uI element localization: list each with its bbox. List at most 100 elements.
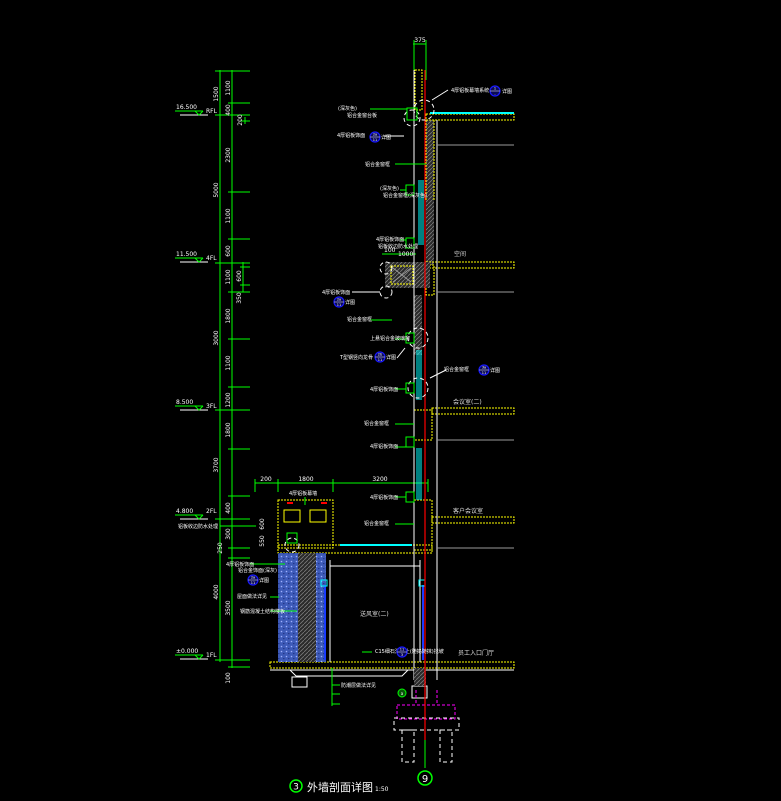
dim-inner-2: 400 xyxy=(225,104,232,116)
annotation: 铝合金窗框 xyxy=(364,420,389,427)
dim-inner-10: 1800 xyxy=(225,422,232,437)
annotation: 4厚铝板幕墙系统 xyxy=(451,87,489,94)
detail-ref-top: 2a xyxy=(337,298,341,302)
detail-ref: a xyxy=(397,688,407,698)
dim-inner-13: 3500 xyxy=(225,600,232,615)
level-elev: 8.500 xyxy=(176,399,193,406)
level-marker-3fl: 8.500 3FL xyxy=(175,399,217,411)
dim-inner-8: 1100 xyxy=(225,355,232,370)
horizontal-dimensions: 375 200 1800 3200 100 1000 xyxy=(254,37,429,492)
dim-outer-5: 4000 xyxy=(213,584,220,599)
section-bubble xyxy=(289,779,303,793)
annotation: 铝合金饰面(深灰) xyxy=(238,567,277,574)
detail-ref-top: 11 xyxy=(400,648,404,652)
annotation: 4厚铝板饰面 xyxy=(376,236,404,243)
annotation: 4厚铝板幕墙 xyxy=(289,490,317,497)
room-labels: 空间 会议室(二) 客户会议室 送风室(二) 员工入口门厅 xyxy=(360,250,494,657)
annotation: 铝合金窗框 xyxy=(364,520,389,527)
dim-h-5: 1000 xyxy=(398,251,413,258)
detail-ref: 2a 11 详图 xyxy=(369,131,391,143)
annotation: 防潮层做法详见 xyxy=(341,682,376,689)
dimension-chain: 1500 5000 3000 3700 4000 100 1100 400 23… xyxy=(213,70,266,684)
dim-inner-12: 300 xyxy=(225,528,232,540)
detail-ref-suffix: 详图 xyxy=(386,354,396,361)
drawing-title-block: 3 外墙剖面详图 1:50 xyxy=(289,779,389,794)
annotation: (深灰色) xyxy=(338,105,357,112)
annotation: 铝合金窗台板 xyxy=(347,112,377,119)
dim-outer-2: 5000 xyxy=(213,182,220,197)
detail-ref-suffix: 详图 xyxy=(502,88,512,95)
level-floor: RFL xyxy=(206,108,218,115)
detail-ref-top: 2b xyxy=(378,353,383,357)
level-floor: 4FL xyxy=(206,255,217,262)
dim-h-2: 1800 xyxy=(298,476,313,483)
annotation: 铝合金窗框 xyxy=(347,316,372,323)
room-label: 员工入口门厅 xyxy=(458,649,494,657)
level-markers: 16.500 RFL 11.500 4FL 8.500 3FL 4.800 2F… xyxy=(175,104,218,660)
level-elev: 16.500 xyxy=(176,104,197,111)
dim-h-4: 100 xyxy=(384,247,396,254)
dim-outer-6: 100 xyxy=(225,672,232,684)
dim-inner-11: 400 xyxy=(225,502,232,514)
annotation: 屋面做法详见 xyxy=(237,593,267,600)
level-marker-rfl: 16.500 RFL xyxy=(175,104,218,116)
annotation: 4厚铝板饰面 xyxy=(370,443,398,450)
annotation: 上悬铝合金玻璃窗 xyxy=(370,335,410,342)
dim-outer-1: 1500 xyxy=(213,86,220,101)
detail-ref: 2a 11 详图 xyxy=(247,574,269,586)
annotation: (深灰色) xyxy=(380,185,399,192)
dim-small-3: 600 xyxy=(236,270,243,282)
detail-ref-bottom: 11 xyxy=(378,358,382,362)
dim-small-5: 600 xyxy=(259,518,266,530)
detail-ref: 11 3 xyxy=(396,646,408,658)
detail-ref-top: 2a xyxy=(373,133,377,137)
detail-callouts xyxy=(284,99,435,553)
dim-h-1: 200 xyxy=(260,476,272,483)
room-label: 客户会议室 xyxy=(453,507,483,515)
annotation: 4厚铝板饰面 xyxy=(370,494,398,501)
annotation: 钢筋混凝土结构楼板 xyxy=(240,608,285,615)
annotation: C15细石混凝土(随捣随抹)找坡 xyxy=(375,648,444,655)
dim-outer-4: 3700 xyxy=(213,457,220,472)
detail-ref-top: 3a xyxy=(482,366,486,370)
dim-inner-9: 1200 xyxy=(225,392,232,407)
room-label: 会议室(二) xyxy=(453,398,482,406)
level-floor: 2FL xyxy=(206,508,217,515)
dim-inner-5: 600 xyxy=(225,245,232,257)
level-floor: 3FL xyxy=(206,403,217,410)
annotation: 4厚铝板饰面 xyxy=(322,289,350,296)
detail-ref-bottom: - xyxy=(494,92,496,96)
dim-top: 375 xyxy=(414,37,426,44)
dimension-ticks xyxy=(215,70,250,668)
detail-reference-bubbles: 1 - 详图 2a 11 详图 2a 11 详图 2b 11 详图 xyxy=(247,85,512,698)
annotations: 4厚铝板幕墙系统 (深灰色) 铝合金窗台板 4厚铝板饰面 铝合金窗框 (深灰色)… xyxy=(178,87,489,706)
axis-bubble xyxy=(417,770,433,786)
level-floor: 1FL xyxy=(206,652,217,659)
drawing-scale: 1:50 xyxy=(375,786,389,793)
detail-ref-bottom: 11 xyxy=(251,581,255,585)
detail-ref: 1 - 详图 xyxy=(489,85,512,97)
annotation: 铝板收边防水处理 xyxy=(178,523,218,530)
level-marker-1fl: ±0.000 1FL xyxy=(175,648,217,660)
level-marker-4fl: 11.500 4FL xyxy=(175,251,217,263)
detail-ref-bottom: 11 xyxy=(337,303,341,307)
drawing-title: 外墙剖面详图 xyxy=(307,780,373,794)
dim-inner-4: 1100 xyxy=(225,208,232,223)
dim-small-6: 550 xyxy=(259,535,266,547)
axis-line: 9 xyxy=(417,70,433,786)
annotation: 4厚铝板饰面 xyxy=(337,132,365,139)
axis-label: 9 xyxy=(422,774,428,785)
dim-small-2: 350 xyxy=(236,292,243,304)
annotation: 铝合金窗框 xyxy=(365,161,390,168)
dim-small-1: 200 xyxy=(237,114,244,126)
detail-ref-suffix: 详图 xyxy=(381,134,391,141)
room-label: 空间 xyxy=(454,250,466,258)
dim-h-3: 3200 xyxy=(372,476,387,483)
detail-ref-bottom: 11 xyxy=(482,371,486,375)
dim-outer-3: 3000 xyxy=(213,330,220,345)
wall-structure xyxy=(269,69,515,763)
level-elev: 4.800 xyxy=(176,508,193,515)
section-number: 3 xyxy=(293,783,299,793)
level-elev: 11.500 xyxy=(176,251,197,258)
